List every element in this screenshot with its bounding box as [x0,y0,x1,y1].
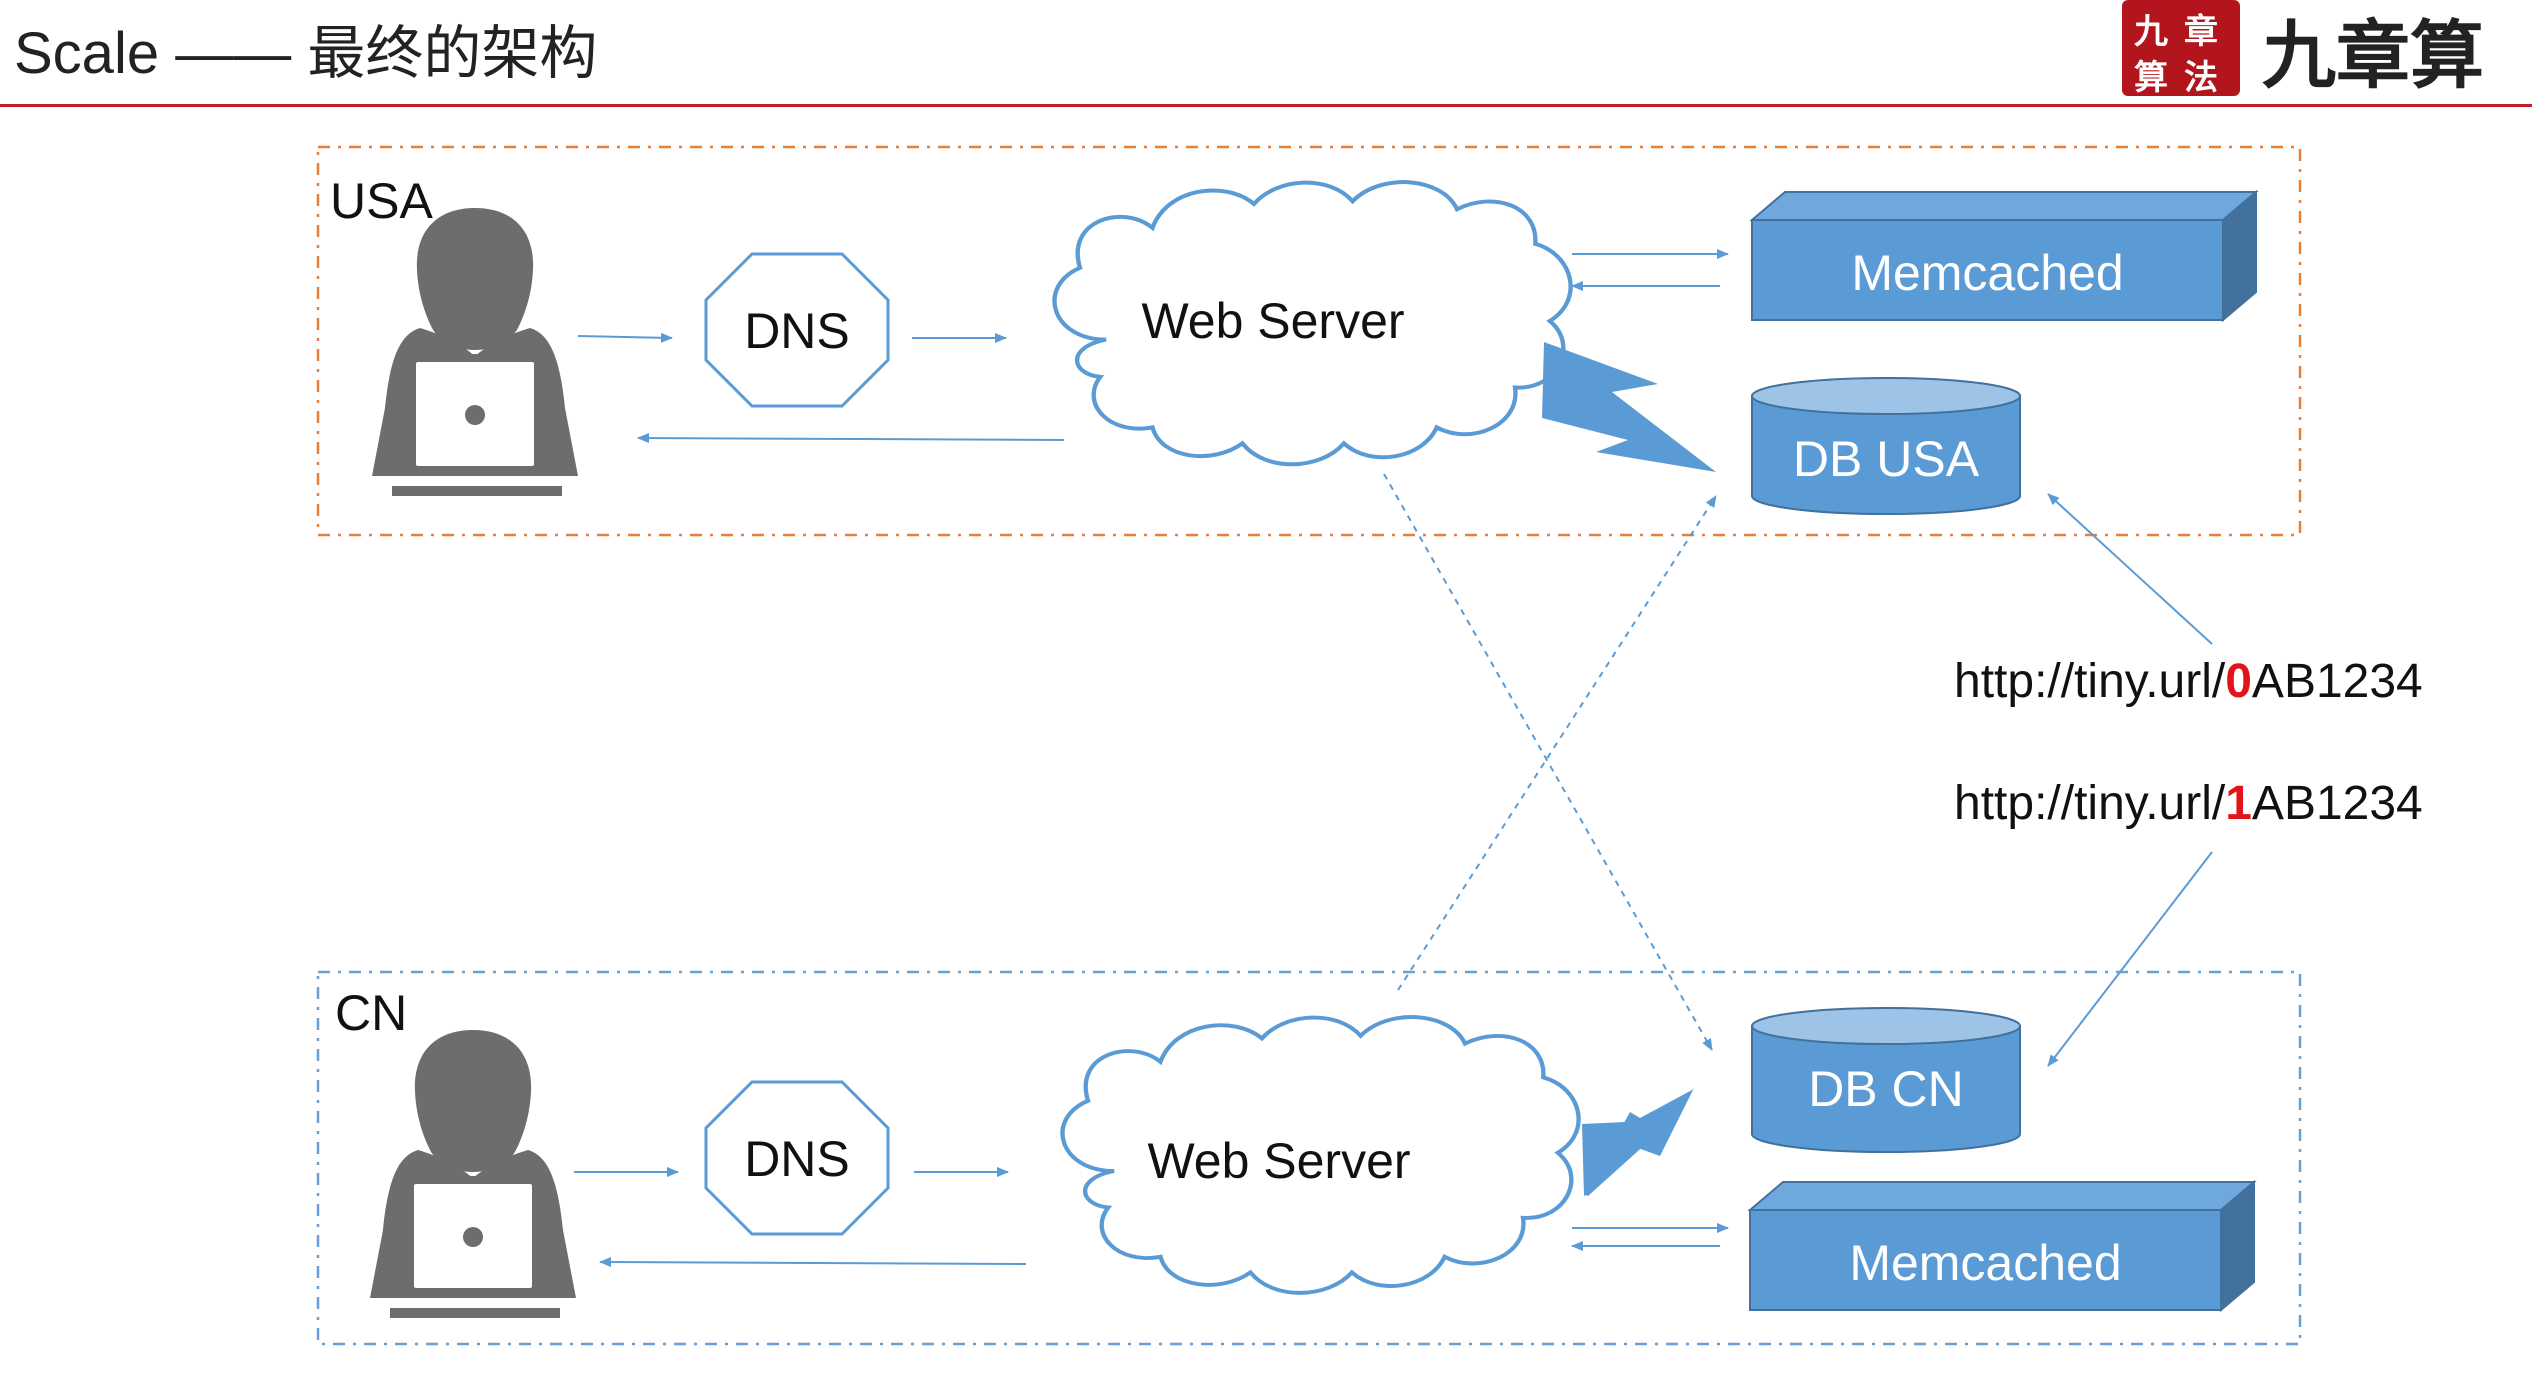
arrow-web-to-user-usa [637,433,1065,444]
arrow-url0-to-db-usa [2047,493,2213,645]
memcached-usa-label: Memcached [1851,245,2124,301]
memcached-usa-shape [1749,189,2259,323]
page-title: Scale —— 最终的架构 [14,21,598,86]
memcached-cn-label: Memcached [1849,1235,2122,1291]
region-cn-label: CN [335,985,408,1041]
arrow-web-usa-to-db-cn [1383,473,1713,1051]
user-cn-icon [370,1030,576,1318]
url-suffix: AB1234 [2251,655,2423,708]
url-prefix: http://tiny.url/ [1954,777,2226,830]
db-usa-label: DB USA [1792,431,1980,487]
url-usa: http://tiny.url/0AB1234 [1954,654,2423,709]
logo-seal-char: 章 [2184,12,2218,52]
dns-usa-label: DNS [744,303,850,359]
url-cn: http://tiny.url/1AB1234 [1954,776,2423,831]
web-server-usa-label: Web Server [1141,293,1405,349]
logo-seal-char: 法 [2184,58,2218,98]
dns-cn-shape [704,1080,890,1236]
region-usa-border [316,145,2302,537]
url-shard-id: 0 [2225,655,2252,708]
logo-seal-char: 九 [2134,12,2168,52]
bolt-web-db-usa [1542,342,1716,472]
web-server-cn-label: Web Server [1147,1133,1411,1189]
dns-usa-shape [704,252,890,408]
url-shard-id: 1 [2225,777,2252,830]
logo-seal-char: 算 [2134,58,2168,98]
db-cn-shape [1751,1007,2021,1153]
arrow-web-to-user-cn [599,1257,1027,1268]
title-underline [0,104,2532,107]
db-usa-shape [1751,377,2021,515]
arrow-user-to-dns-usa [577,332,673,343]
url-suffix: AB1234 [2251,777,2423,830]
arrow-url1-to-db-cn [2047,851,2213,1067]
region-usa-label: USA [330,173,433,229]
arrow-web-cn-to-db-usa [1397,495,1717,991]
dns-cn-label: DNS [744,1131,850,1187]
memcached-cn-shape [1747,1179,2257,1313]
logo-seal: 九 章 算 法 [2122,0,2240,98]
logo-text: 九章算 [2262,13,2484,99]
url-prefix: http://tiny.url/ [1954,655,2226,708]
db-cn-label: DB CN [1808,1061,1964,1117]
user-usa-icon [372,208,578,496]
